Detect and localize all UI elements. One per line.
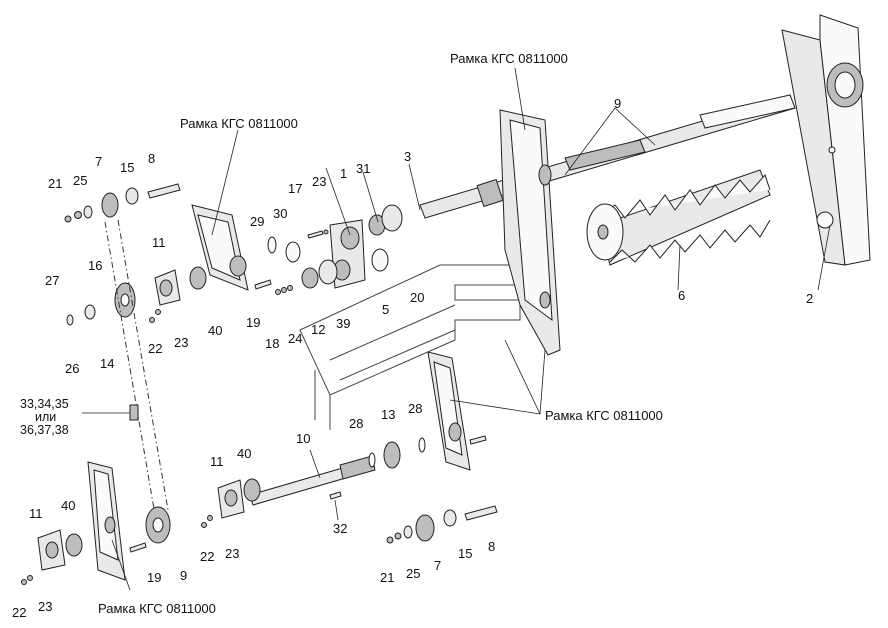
part-label: 22 <box>200 549 214 564</box>
part-label: 23 <box>312 174 326 189</box>
part-label: 22 <box>12 605 26 620</box>
part-label: 23 <box>225 546 239 561</box>
part-label: 9 <box>614 96 621 111</box>
part-label: 8 <box>148 151 155 166</box>
part-label: 39 <box>336 316 350 331</box>
part-label: 15 <box>120 160 134 175</box>
frame-label-upper-left: Рамка КГС 0811000 <box>180 116 298 131</box>
frame-plate-center-top <box>499 109 561 356</box>
part-label: 36,37,38 <box>20 423 69 437</box>
frame-plate-lower-left <box>21 461 171 585</box>
chain-path <box>104 219 169 516</box>
part-label: 23 <box>38 599 52 614</box>
part-label: 16 <box>88 258 102 273</box>
part-label: 28 <box>408 401 422 416</box>
part-label: 27 <box>45 273 59 288</box>
part-label: 5 <box>382 302 389 317</box>
part-label: 3 <box>404 149 411 164</box>
frame-label-mid-right: Рамка КГС 0811000 <box>545 408 663 423</box>
frame-plate-lower-center <box>427 351 471 471</box>
part-label: 2 <box>806 291 813 306</box>
part-label: 1 <box>340 166 347 181</box>
part-label: 12 <box>311 322 325 337</box>
part-label: 30 <box>273 206 287 221</box>
leader-lines <box>82 67 831 591</box>
part-label: 18 <box>265 336 279 351</box>
frame-label-bottom-left: Рамка КГС 0811000 <box>98 601 216 616</box>
part-label: 25 <box>406 566 420 581</box>
part-label: 22 <box>148 341 162 356</box>
frame-plate-upper-left <box>191 204 249 291</box>
part-label: 11 <box>29 506 43 521</box>
upper-parts <box>64 183 403 326</box>
part-label: 6 <box>678 288 685 303</box>
part-label: 21 <box>48 176 62 191</box>
part-label: 26 <box>65 361 79 376</box>
part-label: 8 <box>488 539 495 554</box>
part-label: 7 <box>95 154 102 169</box>
part-label: 40 <box>61 498 75 513</box>
part-label: 9 <box>180 568 187 583</box>
part-label: или <box>35 410 56 424</box>
part-label: 24 <box>288 331 302 346</box>
background-frame-outline <box>299 264 521 430</box>
part-label: 14 <box>100 356 114 371</box>
part-label: 15 <box>458 546 472 561</box>
part-label: 40 <box>237 446 251 461</box>
part-label: 28 <box>349 416 363 431</box>
lower-shaft <box>201 437 426 528</box>
part-label: 23 <box>174 335 188 350</box>
side-plate-right <box>781 14 871 266</box>
part-label: 17 <box>288 181 302 196</box>
part-label: 11 <box>152 235 166 250</box>
part-label: 25 <box>73 173 87 188</box>
part-label: 20 <box>410 290 424 305</box>
part-label: 13 <box>381 407 395 422</box>
frame-label-top-center: Рамка КГС 0811000 <box>450 51 568 66</box>
part-number-labels: 7 15 8 21 25 11 27 16 26 14 22 23 40 29 … <box>12 96 813 620</box>
part-label: 29 <box>250 214 264 229</box>
part-label: 10 <box>296 431 310 446</box>
part-label: 33,34,35 <box>20 397 69 411</box>
screw-auger <box>586 169 771 266</box>
part-label: 19 <box>246 315 260 330</box>
frame-labels: Рамка КГС 0811000 Рамка КГС 0811000 Рамк… <box>98 51 663 616</box>
part-label: 7 <box>434 558 441 573</box>
lower-right-parts <box>386 435 498 544</box>
part-label: 19 <box>147 570 161 585</box>
part-label: 32 <box>333 521 347 536</box>
part-label: 40 <box>208 323 222 338</box>
part-label: 31 <box>356 161 370 176</box>
part-label: 11 <box>210 454 224 469</box>
part-label: 21 <box>380 570 394 585</box>
